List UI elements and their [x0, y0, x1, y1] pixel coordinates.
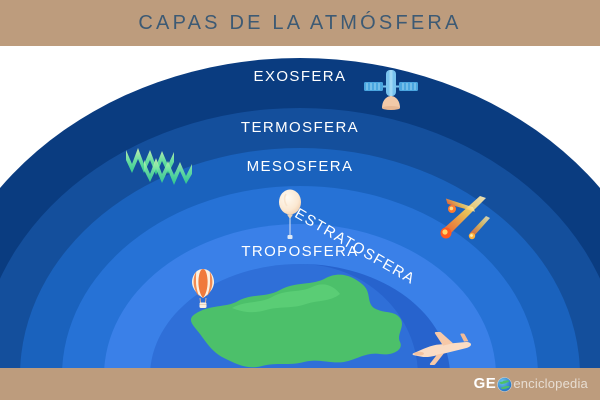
atmosphere-stage: EXOSFERA TERMOSFERA MESOSFERA ESTRATOSFE… [0, 46, 600, 368]
layer-label-termosfera: TERMOSFERA [240, 119, 360, 136]
earth-group [150, 264, 450, 368]
layer-label-mesosfera: MESOSFERA [246, 158, 354, 175]
atmosphere-layers-diagram [0, 58, 600, 368]
watermark-brand: GE [473, 375, 497, 392]
meteor-icon [440, 196, 490, 240]
airplane-icon [412, 332, 471, 365]
earth-ocean-shadow [300, 264, 450, 368]
globe-icon [497, 376, 513, 392]
layer-label-troposfera: TROPOSFERA [241, 243, 359, 260]
satellite-icon [364, 70, 418, 110]
page-title: CAPAS DE LA ATMÓSFERA [138, 12, 462, 34]
layer-label-exosfera: EXOSFERA [253, 68, 347, 85]
weather-balloon-icon [279, 189, 301, 239]
watermark-logo: GE enciclopedia [474, 375, 588, 393]
aurora-icon [126, 148, 192, 185]
earth-landmass-highlight [232, 284, 340, 313]
watermark-suffix: enciclopedia [513, 376, 588, 391]
earth-landmass [190, 274, 402, 368]
hot-air-balloon-icon [192, 269, 214, 308]
header-band [0, 0, 600, 46]
